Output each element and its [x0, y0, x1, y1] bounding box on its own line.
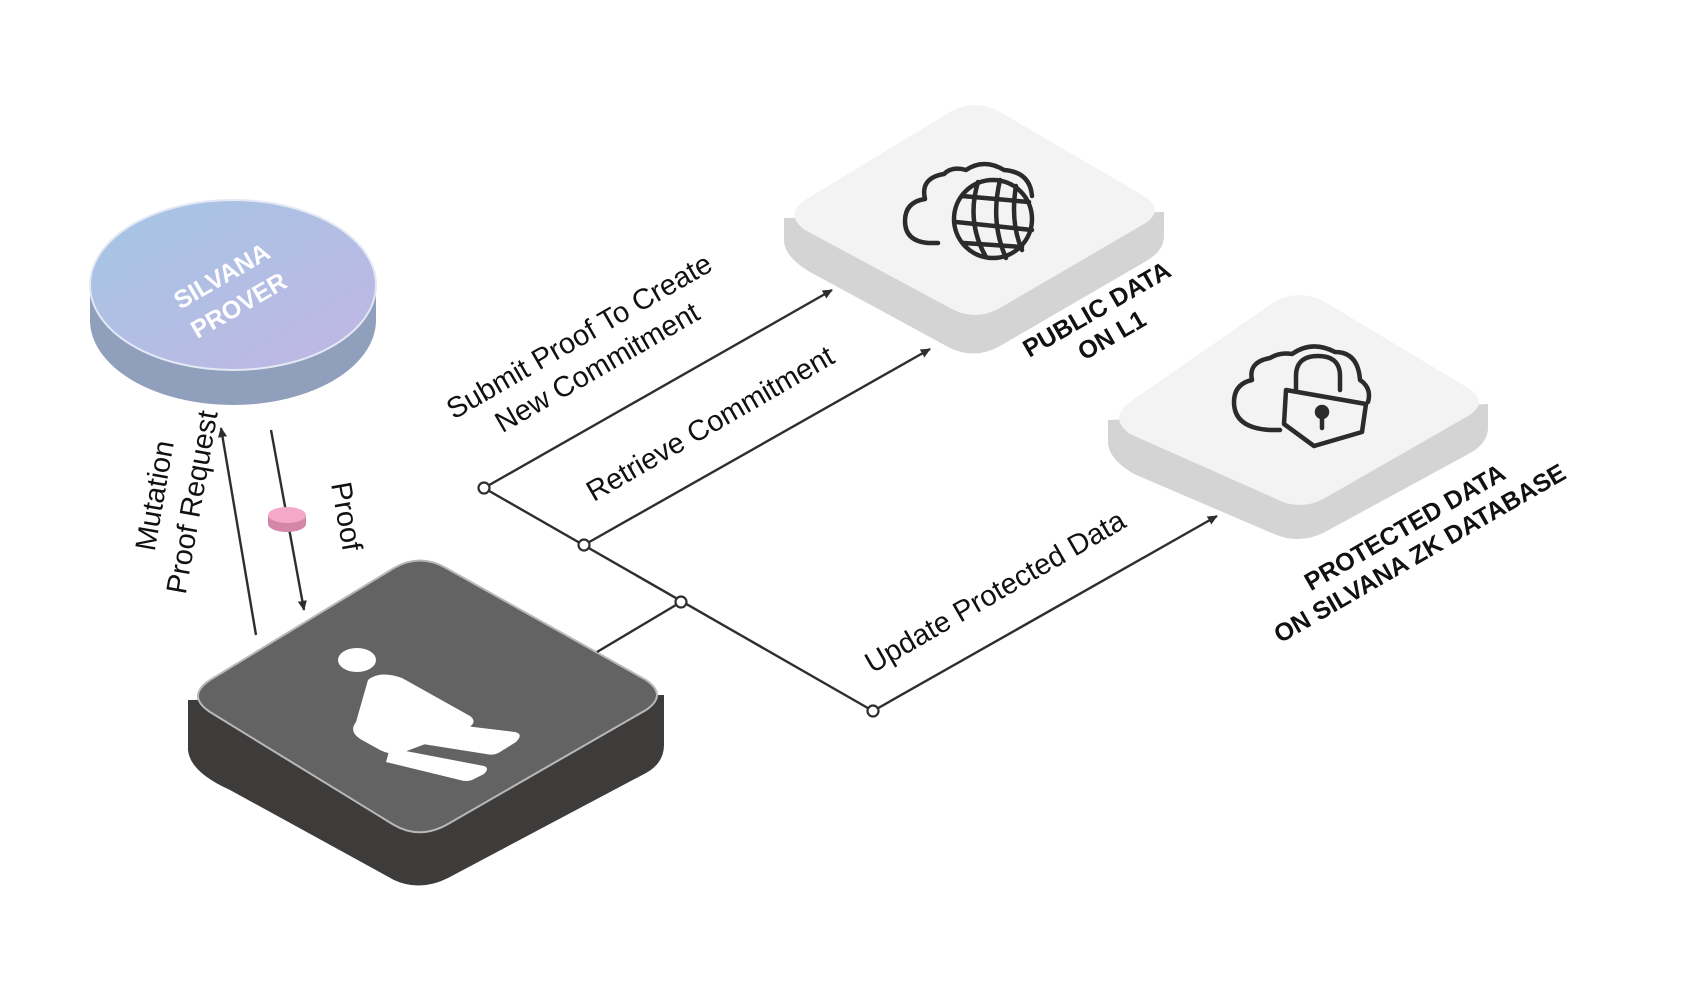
user-node: [188, 559, 664, 886]
connector-node: [866, 704, 880, 718]
globe-cloud-icon: [902, 161, 1035, 261]
update-protected-arrow: [872, 514, 1218, 713]
proof-label: Proof: [324, 480, 368, 555]
proof-token: [268, 507, 306, 532]
submit-proof-arrow: [483, 288, 833, 490]
update-protected-label: Update Protected Data: [860, 504, 1132, 680]
lock-cloud-icon: [1231, 344, 1372, 449]
mutation-label-line2: Proof Request: [161, 408, 225, 596]
protected-tile-top: [1119, 295, 1479, 505]
retrieve-commitment-arrow: [583, 347, 931, 547]
connector-node: [577, 538, 591, 552]
protected-data-node: PROTECTED DATA ON SILVANA ZK DATABASE: [1108, 295, 1571, 649]
prover-disc-top: [89, 199, 377, 371]
connector-node: [674, 595, 688, 609]
connector-network: [477, 288, 1218, 718]
mutation-request-arrow: [218, 427, 258, 636]
user-icon: [338, 648, 520, 781]
silvana-prover-node: SILVANA PROVER: [89, 199, 377, 405]
public-data-node: PUBLIC DATA ON L1: [784, 105, 1176, 366]
connector-node: [477, 481, 491, 495]
